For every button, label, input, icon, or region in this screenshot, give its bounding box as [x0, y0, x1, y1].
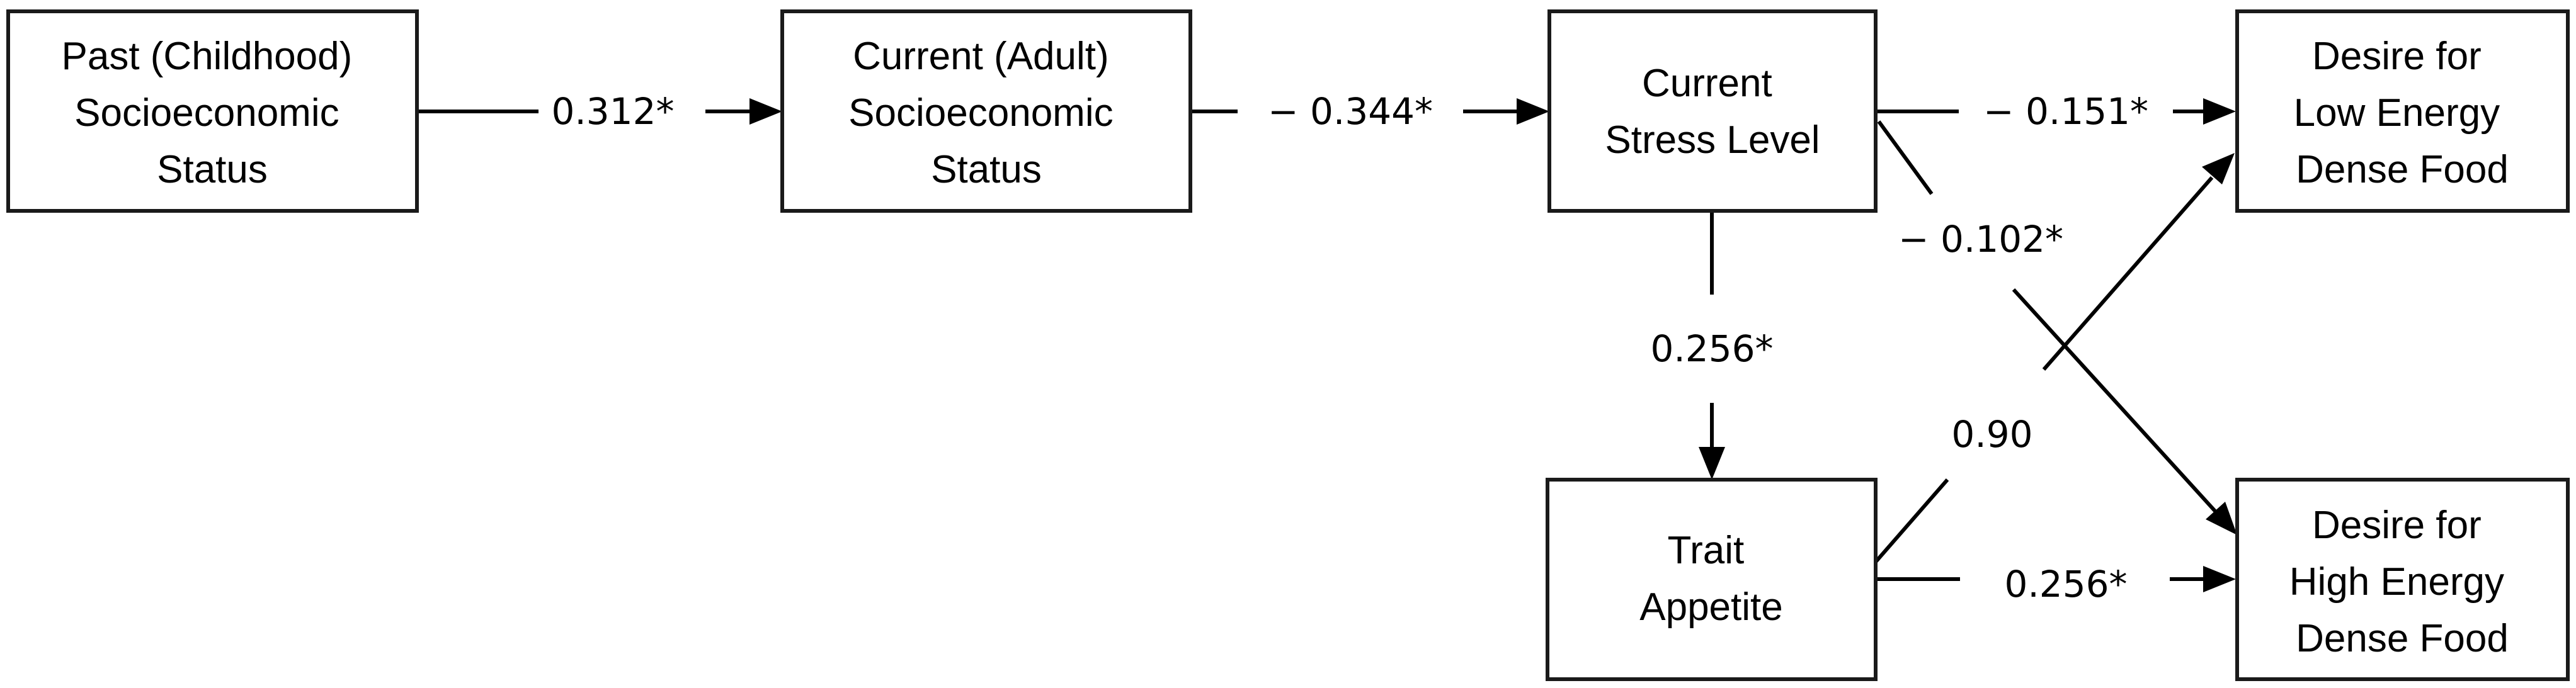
edge-stress-to-low-energy — [1876, 98, 2236, 125]
node-past-ses-line-1: Past (Childhood) — [61, 35, 352, 78]
svg-text:Desire for Low Energy: Desire for Low Energy Dense Food — [2294, 35, 2511, 191]
node-current-ses: Current (Adult) Socioeconomic Status — [780, 9, 1192, 213]
edge-past-to-current — [417, 98, 782, 125]
node-current-ses-line-3: Status — [931, 148, 1042, 191]
node-low-energy-line-2: Low Energy — [2294, 91, 2500, 135]
node-trait-appetite: Trait Appetite — [1546, 478, 1878, 681]
edge-label-stress-to-trait: 0.256* — [1650, 327, 1773, 370]
node-past-ses-line-3: Status — [157, 148, 268, 191]
node-current-ses-line-1: Current (Adult) — [853, 35, 1109, 78]
svg-text:Current Stress Level: Current Stress Level — [1605, 62, 1820, 162]
node-stress-line-1: Current — [1642, 62, 1772, 105]
node-low-energy-line-3: Dense Food — [2296, 148, 2509, 191]
node-trait-line-2: Appetite — [1639, 585, 1783, 629]
svg-text:Desire for High Energy: Desire for High Energy Dense Food — [2289, 504, 2515, 660]
edge-label-trait-to-low-energy: 0.90 — [1951, 413, 2032, 456]
node-low-energy-line-1: Desire for — [2312, 35, 2482, 78]
node-trait-line-1: Trait — [1668, 529, 1745, 572]
node-past-ses-line-2: Socioeconomic — [74, 91, 339, 135]
edge-stress-to-high-energy — [1877, 120, 2237, 535]
edge-label-trait-to-high-energy: 0.256* — [2004, 563, 2127, 606]
edge-label-stress-to-low-energy: − 0.151* — [1983, 90, 2148, 133]
edge-label-stress-to-high-energy: − 0.102* — [1898, 218, 2063, 261]
node-current-ses-line-2: Socioeconomic — [848, 91, 1113, 135]
node-stress-line-2: Stress Level — [1605, 118, 1820, 162]
edge-trait-to-high-energy — [1876, 566, 2236, 592]
node-low-energy-food: Desire for Low Energy Dense Food — [2235, 9, 2570, 213]
edge-trait-to-low-energy — [1872, 153, 2235, 565]
node-high-energy-food: Desire for High Energy Dense Food — [2235, 478, 2570, 681]
node-high-energy-line-1: Desire for — [2312, 504, 2482, 547]
svg-text:Trait Appetite: Trait Appetite — [1639, 529, 1783, 629]
edge-label-past-to-current: 0.312* — [551, 90, 674, 133]
node-high-energy-line-2: High Energy — [2289, 560, 2504, 604]
svg-text:Past (Childhood) Socioec: Past (Childhood) Socioeconomic Status — [61, 35, 363, 191]
node-high-energy-line-3: Dense Food — [2296, 617, 2509, 660]
edge-current-to-stress — [1190, 98, 1549, 125]
edge-label-current-to-stress: − 0.344* — [1268, 90, 1433, 133]
svg-text:Current (Adult) Socioeco: Current (Adult) Socioeconomic Status — [848, 35, 1124, 191]
node-stress-level: Current Stress Level — [1547, 9, 1878, 213]
edge-stress-to-trait — [1699, 211, 1725, 480]
node-past-ses: Past (Childhood) Socioeconomic Status — [6, 9, 419, 213]
